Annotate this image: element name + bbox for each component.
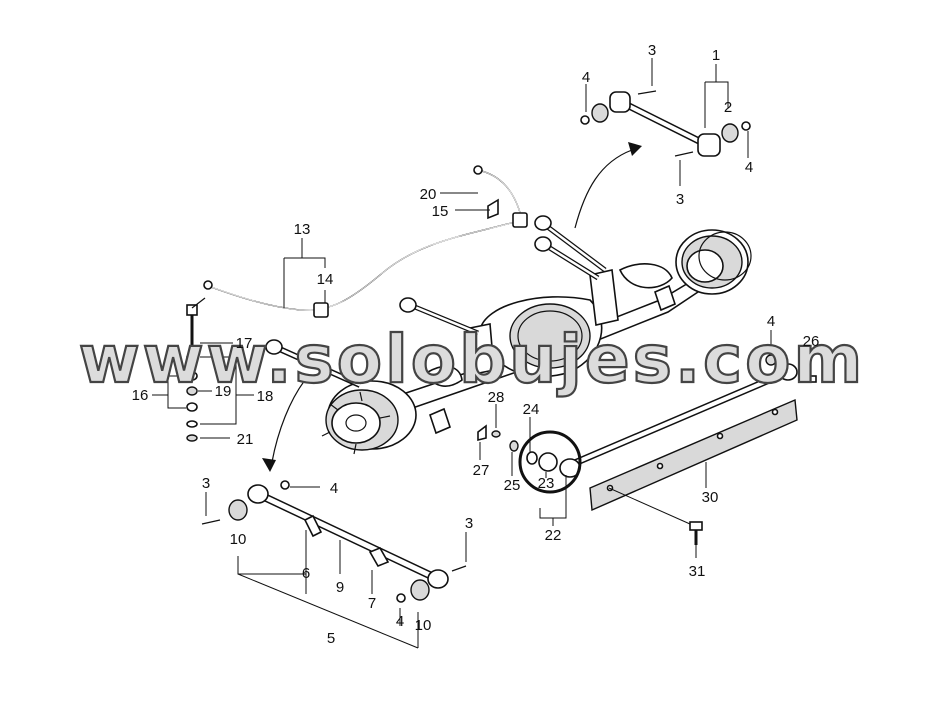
lower-control-arm <box>201 480 467 603</box>
label-30: 30 <box>702 489 719 506</box>
label-18: 18 <box>257 388 274 405</box>
label-17: 17 <box>236 335 253 352</box>
label-1: 1 <box>712 47 720 64</box>
label-4: 4 <box>745 159 753 176</box>
label-22: 22 <box>545 527 562 544</box>
lateral-rod <box>477 354 817 494</box>
label-6: 6 <box>302 565 310 582</box>
stabilizer-bar <box>203 165 528 318</box>
label-21: 21 <box>237 431 254 448</box>
label-13: 13 <box>294 221 311 238</box>
label-4: 4 <box>330 480 338 497</box>
label-26: 26 <box>803 333 820 350</box>
label-5: 5 <box>327 630 335 647</box>
label-23: 23 <box>538 475 555 492</box>
label-3: 3 <box>648 42 656 59</box>
arrow-to-upper-arm <box>574 142 642 229</box>
label-3: 3 <box>676 191 684 208</box>
label-3: 3 <box>202 475 210 492</box>
leader-lines <box>152 58 811 649</box>
label-19: 19 <box>215 383 232 400</box>
label-28: 28 <box>488 389 505 406</box>
label-24: 24 <box>523 401 540 418</box>
label-10: 10 <box>415 617 432 634</box>
label-4: 4 <box>767 313 775 330</box>
label-4: 4 <box>396 613 404 630</box>
part-labels: 1 2 3 4 4 3 20 15 13 14 17 16 19 18 21 4… <box>132 42 820 647</box>
upper-control-arm <box>580 90 751 157</box>
upper-trailing-arms <box>265 215 607 388</box>
label-2: 2 <box>724 99 732 116</box>
label-4: 4 <box>582 69 590 86</box>
watermark-text: www.solobujes.com <box>79 321 866 398</box>
label-16: 16 <box>132 387 149 404</box>
arrow-to-lower-arm <box>262 379 306 472</box>
stabilizer-link <box>186 297 206 442</box>
label-27: 27 <box>473 462 490 479</box>
label-31: 31 <box>689 563 706 580</box>
label-3: 3 <box>465 515 473 532</box>
label-15: 15 <box>432 203 449 220</box>
rear-axle-housing <box>321 229 752 455</box>
bushing-highlight <box>518 430 582 494</box>
label-20: 20 <box>420 186 437 203</box>
label-14: 14 <box>317 271 334 288</box>
label-25: 25 <box>504 477 521 494</box>
label-9: 9 <box>336 579 344 596</box>
skid-plate <box>589 398 798 545</box>
label-10: 10 <box>230 531 247 548</box>
label-7: 7 <box>368 595 376 612</box>
